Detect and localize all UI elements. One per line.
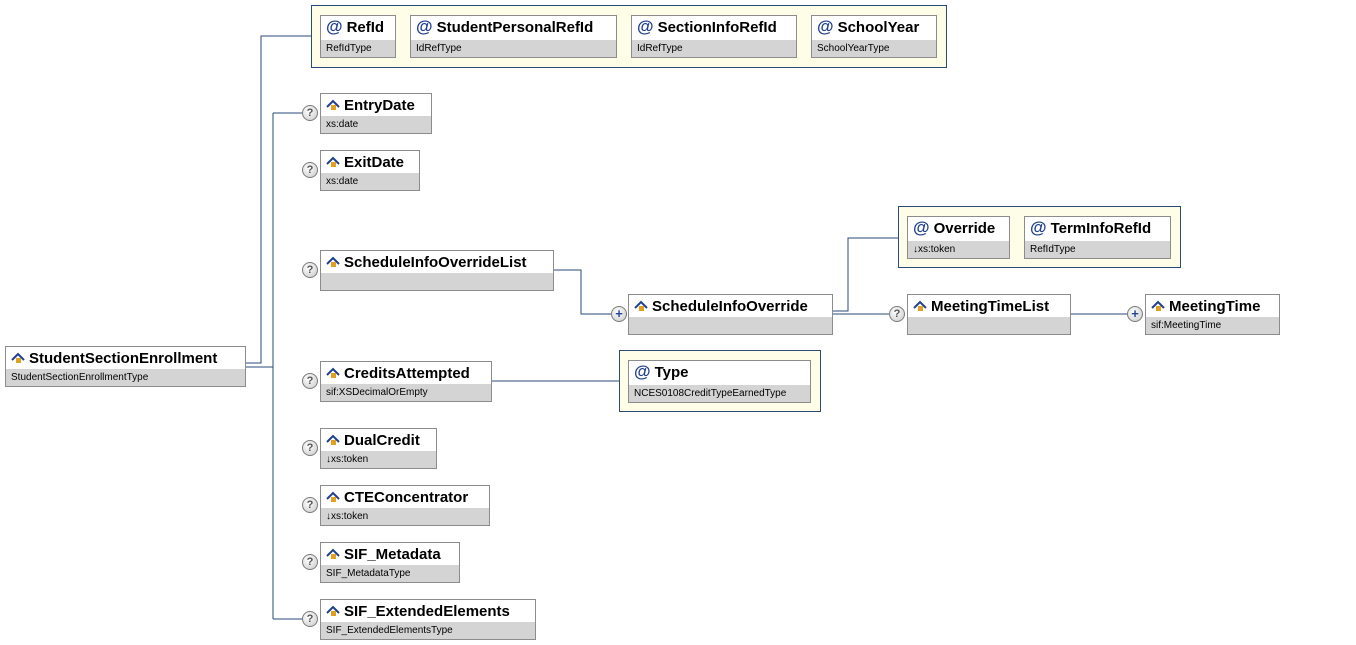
optional-icon: ? — [302, 611, 318, 627]
element-scheduleinfooverridelist[interactable]: ScheduleInfoOverrideList — [320, 250, 554, 291]
element-icon — [326, 434, 340, 445]
element-entrydate[interactable]: EntryDate xs:date — [320, 93, 432, 134]
optional-icon: ? — [302, 554, 318, 570]
element-icon — [326, 99, 340, 110]
element-icon — [11, 352, 25, 363]
optional-icon: ? — [302, 105, 318, 121]
element-icon — [913, 300, 927, 311]
optional-icon: ? — [889, 306, 905, 322]
element-icon — [326, 491, 340, 502]
attribute-terminforefid[interactable]: @TermInfoRefId RefIdType — [1024, 216, 1171, 259]
element-scheduleinfooverride[interactable]: ScheduleInfoOverride — [628, 294, 833, 335]
element-meetingtime[interactable]: MeetingTime sif:MeetingTime — [1145, 294, 1280, 335]
attribute-icon: @ — [634, 362, 651, 381]
element-icon — [326, 367, 340, 378]
element-exitdate[interactable]: ExitDate xs:date — [320, 150, 420, 191]
optional-icon: ? — [302, 262, 318, 278]
attribute-icon: @ — [1030, 218, 1047, 237]
optional-icon: ? — [302, 440, 318, 456]
element-meetingtimelist[interactable]: MeetingTimeList — [907, 294, 1071, 335]
attribute-icon: @ — [817, 17, 834, 36]
root-element-type: StudentSectionEnrollmentType — [6, 369, 245, 386]
attribute-schoolyear[interactable]: @SchoolYear SchoolYearType — [811, 15, 937, 58]
attribute-type[interactable]: @Type NCES0108CreditTypeEarnedType — [628, 360, 811, 403]
element-icon — [326, 548, 340, 559]
element-cteconcentrator[interactable]: CTEConcentrator ↓xs:token — [320, 485, 490, 526]
element-icon — [326, 605, 340, 616]
element-icon — [634, 300, 648, 311]
attribute-icon: @ — [326, 17, 343, 36]
optional-icon: ? — [302, 162, 318, 178]
element-icon — [326, 256, 340, 267]
attribute-studentpersonalrefid[interactable]: @StudentPersonalRefId IdRefType — [410, 15, 617, 58]
element-icon — [326, 156, 340, 167]
element-sif-extendedelements[interactable]: SIF_ExtendedElements SIF_ExtendedElement… — [320, 599, 536, 640]
element-creditsattempted[interactable]: CreditsAttempted sif:XSDecimalOrEmpty — [320, 361, 492, 402]
repeat-icon: + — [611, 306, 627, 322]
element-dualcredit[interactable]: DualCredit ↓xs:token — [320, 428, 437, 469]
repeat-icon: + — [1127, 306, 1143, 322]
root-element-box[interactable]: StudentSectionEnrollment StudentSectionE… — [5, 346, 246, 387]
attribute-icon: @ — [637, 17, 654, 36]
attribute-override[interactable]: @Override ↓xs:token — [907, 216, 1010, 259]
element-sif-metadata[interactable]: SIF_Metadata SIF_MetadataType — [320, 542, 460, 583]
root-element-name: StudentSectionEnrollment — [29, 349, 218, 367]
attribute-icon: @ — [416, 17, 433, 36]
element-icon — [1151, 300, 1165, 311]
attribute-icon: @ — [913, 218, 930, 237]
optional-icon: ? — [302, 373, 318, 389]
attribute-sectioninforefid[interactable]: @SectionInfoRefId IdRefType — [631, 15, 797, 58]
optional-icon: ? — [302, 497, 318, 513]
attribute-refid[interactable]: @RefId RefIdType — [320, 15, 396, 58]
